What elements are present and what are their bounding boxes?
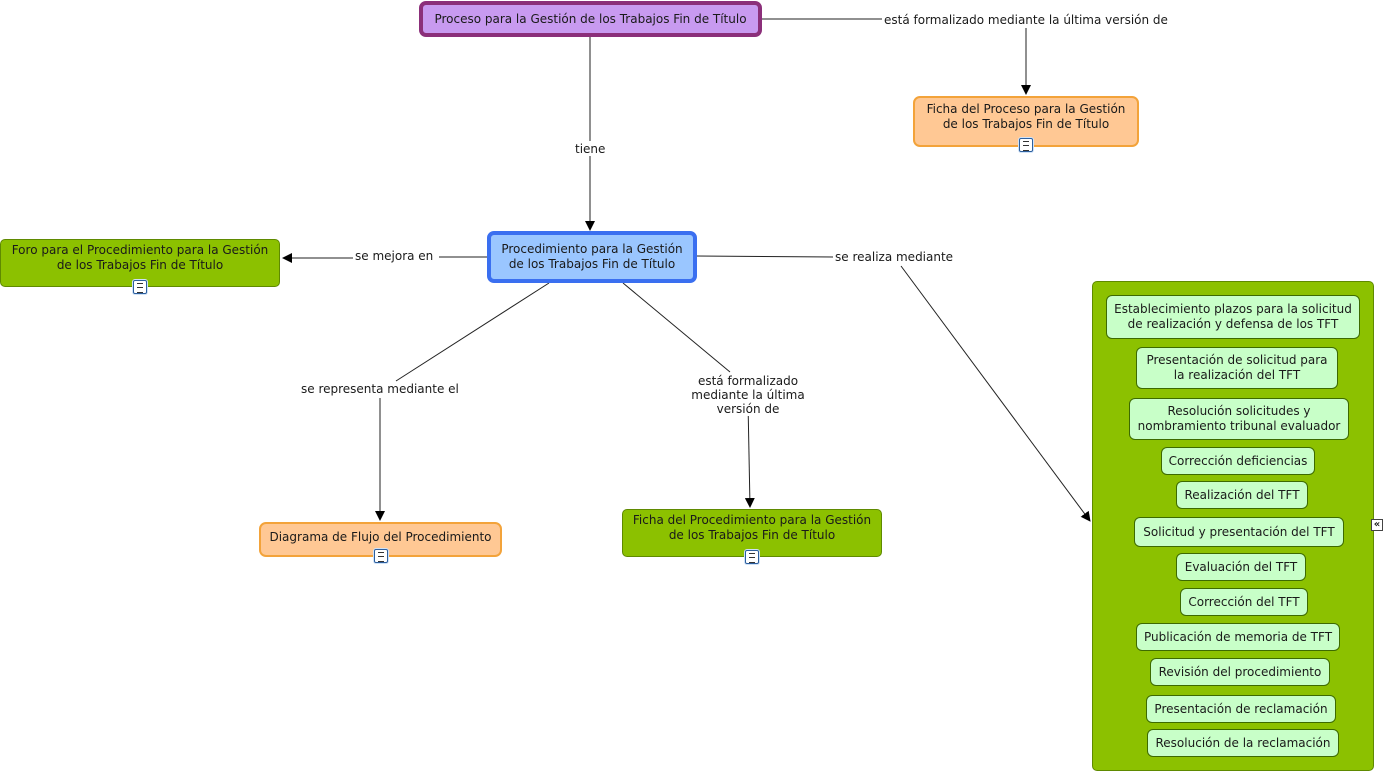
step-item[interactable]: Publicación de memoria de TFT [1136,623,1340,651]
step-item-label: Solicitud y presentación del TFT [1143,524,1335,539]
link-label-formalizado-proc[interactable]: está formalizado mediante la última vers… [666,374,830,416]
step-item[interactable]: Corrección deficiencias [1161,447,1315,475]
step-item-label: Corrección del TFT [1188,594,1300,609]
step-item-label: Publicación de memoria de TFT [1143,629,1333,644]
step-item-label: Presentación de reclamación [1154,701,1328,716]
step-item-label: Presentación de solicitud para la realiz… [1146,353,1328,382]
link-label-tiene[interactable]: tiene [573,142,608,156]
link-procedimiento-representa [395,282,550,382]
node-procedimiento-label: Procedimiento para la Gestión de los Tra… [501,242,683,271]
document-icon[interactable] [133,280,147,294]
step-item-label: Revisión del procedimiento [1158,664,1322,679]
step-item-label: Corrección deficiencias [1168,453,1308,468]
node-ficha-procedimiento-label: Ficha del Procedimiento para la Gestión … [632,513,872,542]
link-realiza-container [900,265,1091,522]
step-item[interactable]: Revisión del procedimiento [1150,658,1330,686]
node-proceso-label: Proceso para la Gestión de los Trabajos … [434,11,747,26]
step-item-label: Establecimiento plazos para la solicitud… [1114,302,1352,331]
node-foro[interactable]: Foro para el Procedimiento para la Gesti… [0,239,280,287]
step-item-label: Resolución de la reclamación [1155,735,1331,750]
document-icon[interactable] [374,549,388,563]
node-procedimiento[interactable]: Procedimiento para la Gestión de los Tra… [487,231,697,283]
step-item[interactable]: Resolución solicitudes y nombramiento tr… [1129,398,1349,440]
link-label-formalizado-proceso[interactable]: está formalizado mediante la última vers… [882,13,1170,27]
step-item[interactable]: Presentación de reclamación [1146,695,1336,723]
node-ficha-procedimiento[interactable]: Ficha del Procedimiento para la Gestión … [622,509,882,557]
collapse-icon[interactable]: « [1371,519,1383,531]
node-ficha-proceso-label: Ficha del Proceso para la Gestión de los… [926,101,1126,131]
link-procedimiento-realiza [695,255,835,258]
node-diagrama-label: Diagrama de Flujo del Procedimiento [269,529,492,544]
step-item[interactable]: Realización del TFT [1176,481,1308,509]
link-label-mejora[interactable]: se mejora en [353,249,436,263]
link-label-realiza[interactable]: se realiza mediante [833,250,956,264]
step-item[interactable]: Presentación de solicitud para la realiz… [1136,347,1338,389]
node-proceso[interactable]: Proceso para la Gestión de los Trabajos … [419,1,762,37]
node-diagrama[interactable]: Diagrama de Flujo del Procedimiento [259,522,502,557]
document-icon[interactable] [745,550,759,564]
link-procedimiento-formalizado [622,282,731,373]
step-item[interactable]: Evaluación del TFT [1176,553,1306,581]
step-item[interactable]: Establecimiento plazos para la solicitud… [1106,295,1360,339]
link-formalizado-ficha [744,401,755,508]
document-icon[interactable] [1019,138,1033,152]
step-item[interactable]: Corrección del TFT [1180,588,1308,616]
step-item-label: Resolución solicitudes y nombramiento tr… [1137,404,1341,433]
link-label-representa[interactable]: se representa mediante el [299,382,461,396]
node-foro-label: Foro para el Procedimiento para la Gesti… [11,243,269,272]
step-item[interactable]: Solicitud y presentación del TFT [1134,517,1344,547]
step-item[interactable]: Resolución de la reclamación [1147,729,1339,757]
step-item-label: Realización del TFT [1184,487,1300,502]
step-item-label: Evaluación del TFT [1184,559,1298,574]
